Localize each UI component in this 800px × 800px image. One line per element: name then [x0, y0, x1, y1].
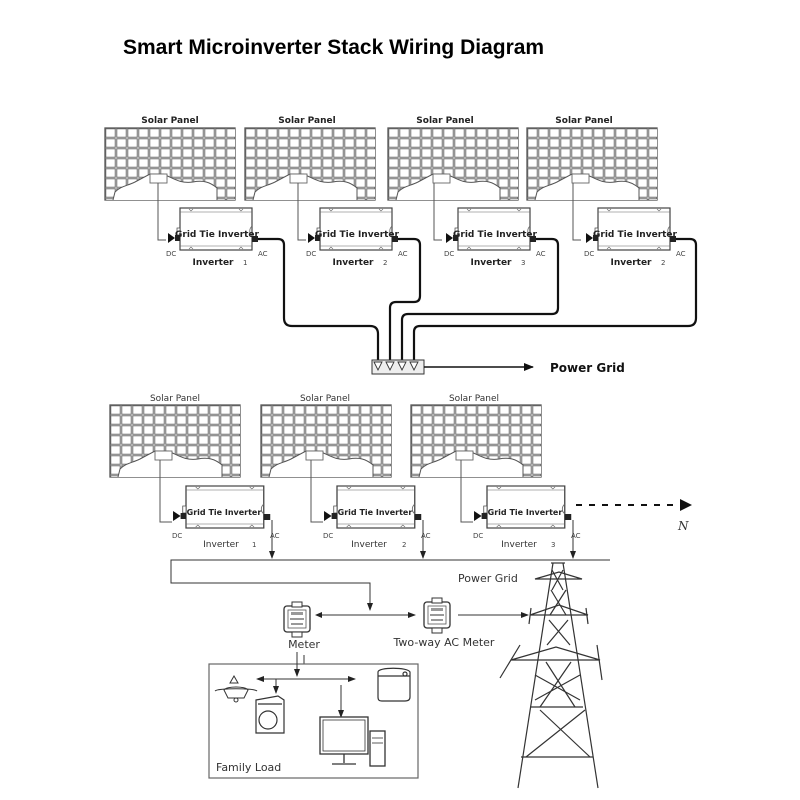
solar-panel-icon [261, 405, 391, 477]
solar-panel-label: Solar Panel [449, 394, 499, 404]
dc-label: DC [323, 532, 333, 540]
solar-panel-icon [527, 128, 657, 200]
inverter-icon [323, 485, 422, 529]
solar-panel-icon [411, 405, 541, 477]
diagram-title: Smart Microinverter Stack Wiring Diagram [123, 36, 544, 59]
inverter-icon [585, 207, 677, 251]
top-section: Solar Panel Grid Tie Inverter DC AC Inve… [105, 116, 698, 375]
inverter-title: Grid Tie Inverter [315, 230, 400, 240]
dc-wire [159, 460, 172, 523]
inverter-label: Inverter [203, 540, 239, 550]
bottom-solar-unit-2: Solar Panel Grid Tie Inverter DC AC Inve… [261, 394, 431, 550]
solar-panel-label: Solar Panel [141, 116, 198, 126]
dc-label: DC [166, 250, 176, 258]
top-solar-unit-3: Solar Panel Grid Tie Inverter DC AC Inve… [388, 116, 546, 268]
inverter-icon [167, 207, 259, 251]
ac-cable-3 [400, 237, 560, 360]
rice-cooker-icon [377, 667, 411, 702]
inverter-number: 1 [252, 541, 256, 549]
dc-label: DC [444, 250, 454, 258]
inverter-label: Inverter [610, 258, 652, 268]
inverter-number: 3 [521, 259, 525, 267]
inverter-number: 2 [383, 259, 387, 267]
inverter-number: 1 [243, 259, 247, 267]
ac-label: AC [676, 250, 686, 258]
inverter-label: Inverter [192, 258, 234, 268]
inverter-title: Grid Tie Inverter [488, 508, 563, 517]
ac-cable-1 [258, 237, 380, 360]
inverter-label: Inverter [351, 540, 387, 550]
two-way-meter-label: Two-way AC Meter [393, 636, 495, 649]
ac-cable-4 [412, 237, 698, 360]
family-load-box: Family Load [208, 652, 419, 779]
solar-panel-label: Solar Panel [278, 116, 335, 126]
meter-link-arrow-left-icon [315, 612, 322, 618]
two-way-meter-icon [423, 597, 451, 634]
inverter-icon [445, 207, 537, 251]
solar-panel-label: Solar Panel [300, 394, 350, 404]
ac-cables [258, 237, 698, 360]
dc-wire [572, 183, 581, 241]
top-power-grid-label: Power Grid [550, 361, 625, 375]
inverter-title: Grid Tie Inverter [453, 230, 538, 240]
inverter-number: 3 [551, 541, 555, 549]
top-solar-unit-1: Solar Panel Grid Tie Inverter DC AC Inve… [105, 116, 268, 268]
inverter-title: Grid Tie Inverter [187, 508, 262, 517]
inverter-number: 2 [661, 259, 665, 267]
inverter-title: Grid Tie Inverter [593, 230, 678, 240]
solar-panel-icon [110, 405, 240, 477]
inverter-icon [307, 207, 399, 251]
inverter-label: Inverter [470, 258, 512, 268]
ac-label: AC [421, 532, 431, 540]
dc-label: DC [306, 250, 316, 258]
inverter-title: Grid Tie Inverter [175, 230, 260, 240]
ac-label: AC [270, 532, 280, 540]
top-solar-unit-4: Solar Panel Grid Tie Inverter DC AC Inve… [527, 116, 686, 268]
dc-label: DC [584, 250, 594, 258]
washing-machine-icon [255, 695, 285, 734]
family-load-label: Family Load [216, 761, 281, 774]
solar-panel-label: Solar Panel [416, 116, 473, 126]
inverter-label: Inverter [332, 258, 374, 268]
ac-label: AC [571, 532, 581, 540]
transmission-tower-icon [499, 562, 603, 789]
ac-drops [269, 520, 576, 559]
dc-wire [433, 183, 442, 241]
solar-panel-icon [245, 128, 375, 200]
inverter-icon [473, 485, 572, 529]
ac-combiner-icon [371, 359, 425, 375]
solar-panel-icon [105, 128, 235, 200]
dc-wire [157, 183, 166, 241]
power-grid-label: Power Grid [458, 572, 518, 585]
ac-bus-line [170, 559, 610, 611]
inverter-label: Inverter [501, 540, 537, 550]
dc-label: DC [172, 532, 182, 540]
ac-label: AC [398, 250, 408, 258]
ac-label: AC [258, 250, 268, 258]
continuation-label: N [677, 519, 689, 533]
meter-icon [283, 601, 311, 638]
chandelier-icon [214, 674, 258, 703]
solar-panel-label: Solar Panel [150, 394, 200, 404]
bottom-section: Solar Panel Grid Tie Inverter DC AC Inve… [110, 394, 692, 789]
inverter-title: Grid Tie Inverter [338, 508, 413, 517]
ac-cable-2 [388, 237, 422, 360]
inverter-icon [172, 485, 271, 529]
dc-label: DC [473, 532, 483, 540]
dc-wire [297, 183, 306, 241]
top-solar-unit-2: Solar Panel Grid Tie Inverter DC AC Inve… [245, 116, 408, 268]
solar-panel-icon [388, 128, 518, 200]
ac-label: AC [536, 250, 546, 258]
computer-icon [319, 716, 386, 767]
bottom-solar-unit-3: Solar Panel Grid Tie Inverter DC AC Inve… [411, 394, 581, 550]
inverter-number: 2 [402, 541, 406, 549]
bottom-solar-unit-1: Solar Panel Grid Tie Inverter DC AC Inve… [110, 394, 280, 550]
continuation-arrow-icon [680, 499, 692, 511]
meter-label: Meter [288, 638, 320, 651]
dc-wire [460, 460, 473, 523]
dc-wire [310, 460, 323, 523]
solar-panel-label: Solar Panel [555, 116, 612, 126]
